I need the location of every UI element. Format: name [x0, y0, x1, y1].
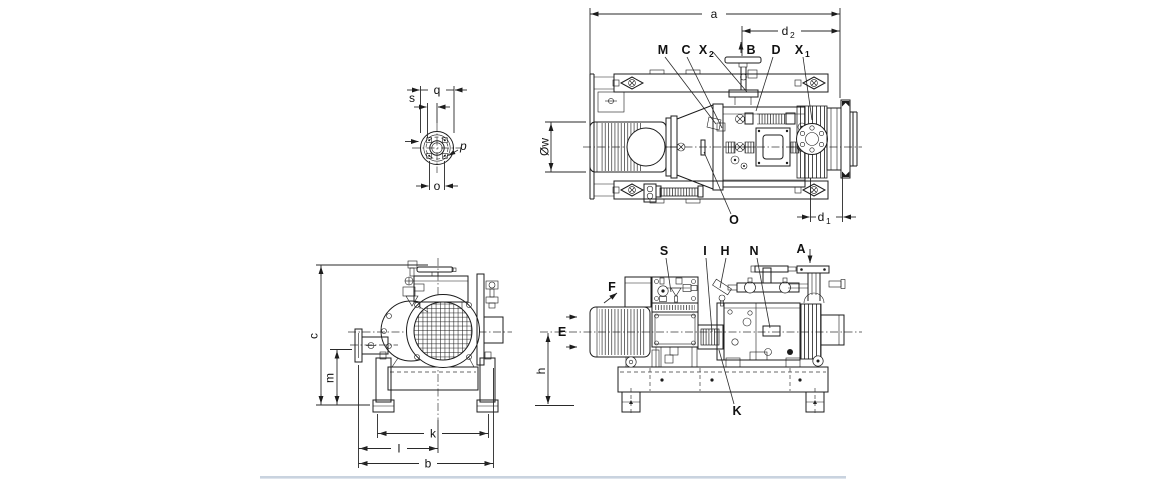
- end-view: c m k l b: [307, 258, 512, 471]
- port-label-x1: X: [795, 43, 804, 57]
- dim-d2-label: d: [782, 24, 789, 38]
- y-strainer: [712, 278, 732, 296]
- base-block-side-view: [617, 366, 829, 416]
- dim-l-label: l: [398, 442, 401, 456]
- dim-s-label: s: [409, 91, 415, 105]
- port-label-f: F: [608, 280, 616, 294]
- dim-m-label: m: [323, 373, 337, 383]
- side-view: h E F S I H N A K: [534, 242, 862, 418]
- pump-nameplate: [762, 325, 781, 337]
- port-label-n: N: [749, 244, 758, 258]
- pump-end-cover-top-view: [826, 99, 858, 179]
- dim-a-label: a: [711, 7, 718, 21]
- discharge-flange-top-view: [796, 105, 828, 179]
- gas-ballast-valves-end-view: [402, 260, 429, 313]
- window-edge-line: [260, 476, 846, 479]
- inlet-flange-side-view: [788, 265, 846, 301]
- dim-b-label: b: [425, 457, 432, 471]
- motor-side-view: [589, 276, 660, 368]
- dim-k-label: k: [430, 427, 437, 441]
- motor-terminal-box: [624, 276, 652, 308]
- port-label-c: C: [681, 43, 690, 57]
- gearbox-side-view: [651, 276, 699, 368]
- port-label-h: H: [720, 244, 729, 258]
- port-label-x1-subscript: 1: [805, 49, 810, 59]
- flange-bolt-nuts: [426, 137, 448, 159]
- side-panel-end-view: [476, 273, 504, 366]
- port-label-d: D: [771, 43, 780, 57]
- dim-p-label: p: [459, 139, 467, 153]
- dim-q-label: q: [434, 83, 441, 97]
- port-label-k: K: [732, 404, 741, 418]
- fan-guard-grille: [414, 302, 472, 360]
- port-o-opening: [700, 139, 706, 156]
- oil-sight-gauge-top-view: [643, 183, 704, 203]
- top-view: a d 2 d 1 Øw M C X 2 B D X 1 O: [538, 7, 862, 227]
- mounting-feet-top-view: [612, 76, 827, 197]
- coupling-side-view: [697, 324, 724, 350]
- port-label-e: E: [558, 325, 566, 339]
- fan-shroud-end-view: [406, 294, 480, 368]
- flange-face: [420, 131, 454, 165]
- handwheel-end-view: [416, 266, 457, 277]
- base-block-end-view: [372, 351, 499, 413]
- top-piping-side-view: [712, 265, 800, 307]
- dim-d1-subscript: 1: [826, 216, 831, 226]
- dim-d2-subscript: 2: [790, 30, 795, 40]
- dim-d1-label: d: [818, 210, 825, 224]
- dim-o-label: o: [434, 179, 441, 193]
- dim-motor-diameter-label: Øw: [538, 138, 552, 156]
- port-label-x2: X: [699, 43, 708, 57]
- port-label-a: A: [796, 242, 805, 256]
- port-label-o: O: [729, 213, 739, 227]
- handwheel-valve-top-view: [724, 56, 762, 105]
- pump-end-ribs: [800, 303, 822, 360]
- port-label-x2-subscript: 2: [709, 49, 714, 59]
- port-label-i: I: [703, 244, 706, 258]
- oil-valve-cluster: [657, 277, 698, 303]
- port-label-b: B: [746, 43, 755, 57]
- motor-top-view: [589, 121, 677, 173]
- port-label-m: M: [658, 43, 668, 57]
- dim-h-label: h: [534, 368, 548, 375]
- suction-flange-end-view: [354, 328, 389, 363]
- flange-detail-view: q s o p: [405, 83, 467, 193]
- baseplate-frame-top-view: [589, 69, 829, 204]
- dim-c-label: c: [307, 333, 321, 339]
- direction-f-arrow: [603, 292, 618, 304]
- coupling-bell-top-view: [665, 104, 726, 190]
- port-label-s: S: [660, 244, 668, 258]
